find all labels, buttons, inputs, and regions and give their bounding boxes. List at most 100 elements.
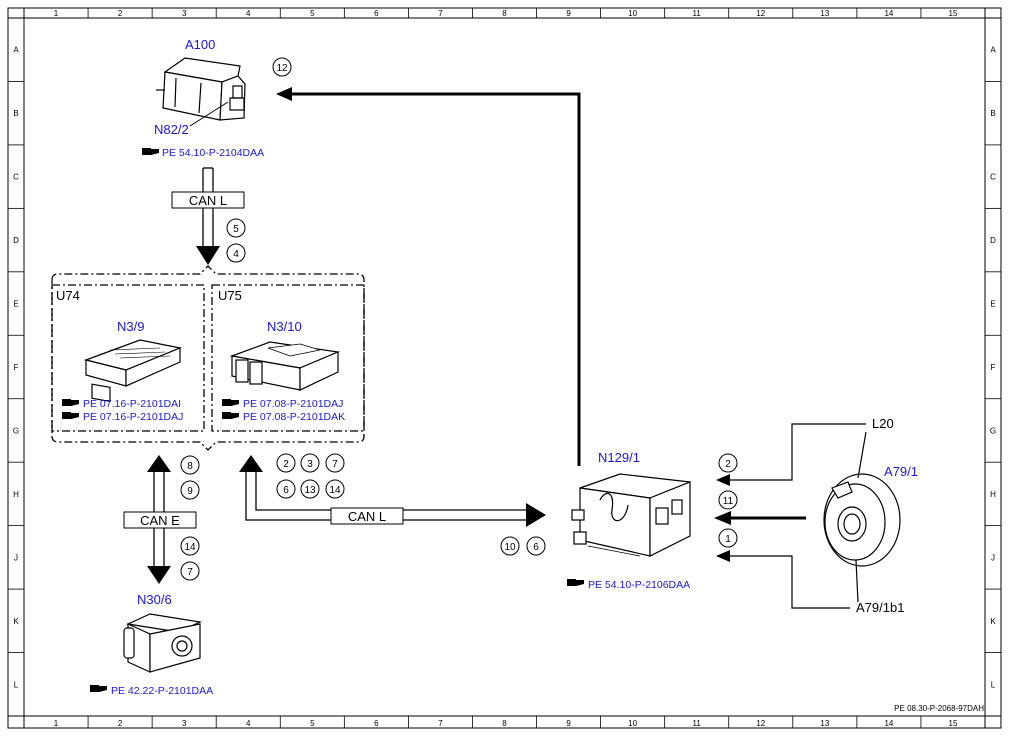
- signal-line-a79-1: [714, 511, 806, 525]
- signal-5-label: 5: [233, 224, 239, 235]
- grid-row-label: A: [990, 46, 996, 55]
- grid-row-label: E: [990, 300, 995, 309]
- label-a79-1b1: A79/1b1: [856, 600, 904, 615]
- signal-4: [226, 243, 246, 263]
- grid-row-label: D: [990, 236, 996, 245]
- label-a100: A100: [185, 37, 215, 52]
- grid-row-label: H: [990, 490, 996, 499]
- grid-column-label: 10: [628, 9, 637, 18]
- label-n3-9: N3/9: [117, 319, 144, 334]
- signal-line-l20: [716, 423, 866, 486]
- signal-6b: [526, 536, 546, 556]
- grid-row-label: L: [991, 680, 996, 689]
- signal-13-label: 13: [304, 485, 316, 496]
- grid-row-label: G: [13, 426, 19, 435]
- grid-column-label: 8: [502, 9, 507, 18]
- reference-icon: [567, 579, 584, 586]
- grid-column-label: 13: [820, 719, 829, 728]
- signal-2a: [276, 453, 296, 473]
- signal-14a: [180, 536, 200, 556]
- grid-column-label: 4: [246, 719, 251, 728]
- signal-7a-label: 7: [187, 567, 193, 578]
- grid-column-label: 5: [310, 9, 315, 18]
- grid-row-label: D: [13, 236, 19, 245]
- frame: [7, 7, 1002, 729]
- ref-a100: PE 54.10-P-2104DAA: [162, 147, 264, 159]
- signal-1-label: 1: [725, 534, 731, 545]
- grid-column-label: 12: [756, 719, 765, 728]
- signal-11: [718, 490, 738, 510]
- grid-row-label: K: [990, 617, 996, 626]
- a79-1-motor-icon: [823, 431, 901, 603]
- grid-column-label: 11: [693, 719, 702, 728]
- grid-row-label: F: [991, 363, 996, 372]
- grid-row-label: G: [990, 426, 996, 435]
- label-can-l-top: CAN L: [189, 193, 227, 208]
- signal-6a-label: 6: [283, 485, 289, 496]
- ref-n3-9-a: PE 07.16-P-2101DAI: [83, 398, 181, 410]
- signal-6b-label: 6: [533, 542, 539, 553]
- can-l-bus-bottom: [239, 455, 546, 527]
- reference-icon: [222, 399, 239, 419]
- grid-column-label: 15: [949, 9, 958, 18]
- grid-column-label: 14: [884, 9, 893, 18]
- label-can-e: CAN E: [140, 513, 180, 528]
- grid-row-label: A: [13, 46, 19, 55]
- n30-6-module-icon: [123, 613, 203, 673]
- label-u75: U75: [218, 288, 242, 303]
- ref-n30-6: PE 42.22-P-2101DAA: [111, 685, 213, 697]
- signal-12-label: 12: [276, 63, 288, 74]
- grid-column-label: 15: [949, 719, 958, 728]
- label-u74: U74: [56, 288, 80, 303]
- label-n82-2: N82/2: [154, 122, 189, 137]
- grid-row-label: C: [13, 173, 19, 182]
- grid-row-label: F: [14, 363, 19, 372]
- grid-row-label: H: [13, 490, 19, 499]
- signal-9-label: 9: [187, 486, 193, 497]
- signal-14a-label: 14: [184, 542, 196, 553]
- footer-code: PE 08.30-P-2068-97DAH: [894, 704, 984, 713]
- label-l20: L20: [872, 416, 894, 431]
- signal-4-label: 4: [233, 249, 239, 260]
- label-n129-1: N129/1: [598, 450, 640, 465]
- grid-column-label: 1: [54, 9, 59, 18]
- grid-column-label: 10: [628, 719, 637, 728]
- grid-column-label: 9: [566, 9, 571, 18]
- signal-7b: [325, 453, 345, 473]
- signal-2a-label: 2: [283, 459, 289, 470]
- grid-column-label: 2: [118, 9, 123, 18]
- signal-10: [500, 536, 520, 556]
- grid-row-label: J: [991, 553, 995, 562]
- grid-column-label: 11: [693, 9, 702, 18]
- signal-6a: [276, 479, 296, 499]
- signal-10-label: 10: [504, 542, 516, 553]
- signal-9: [180, 480, 200, 500]
- can-l-bus-top: [171, 167, 245, 265]
- ref-n3-10-a: PE 07.08-P-2101DAJ: [243, 398, 343, 410]
- label-can-l-bottom: CAN L: [348, 509, 386, 524]
- signal-2b: [718, 453, 738, 473]
- signal-13: [300, 479, 320, 499]
- grid-row-label: K: [13, 617, 19, 626]
- grid-column-label: 1: [54, 719, 59, 728]
- signal-14b-label: 14: [329, 485, 341, 496]
- grid-column-label: 3: [182, 9, 187, 18]
- signal-12: [272, 57, 292, 77]
- signal-line-a79-1b1: [716, 550, 850, 609]
- signal-3: [300, 453, 320, 473]
- signal-14b: [325, 479, 345, 499]
- grid-column-label: 6: [374, 719, 379, 728]
- signal-line-n129-to-a100: [276, 87, 581, 466]
- signal-8-label: 8: [187, 461, 193, 472]
- a100-component-icon: [156, 57, 246, 121]
- signal-1: [718, 528, 738, 548]
- signal-7b-label: 7: [332, 459, 338, 470]
- grid-column-label: 12: [756, 9, 765, 18]
- label-n30-6: N30/6: [137, 592, 172, 607]
- reference-icon: [62, 399, 79, 419]
- grid-column-label: 9: [566, 719, 571, 728]
- grid-column-labels: 1122334455667788991010111112121313141415…: [54, 8, 958, 728]
- grid-column-label: 3: [182, 719, 187, 728]
